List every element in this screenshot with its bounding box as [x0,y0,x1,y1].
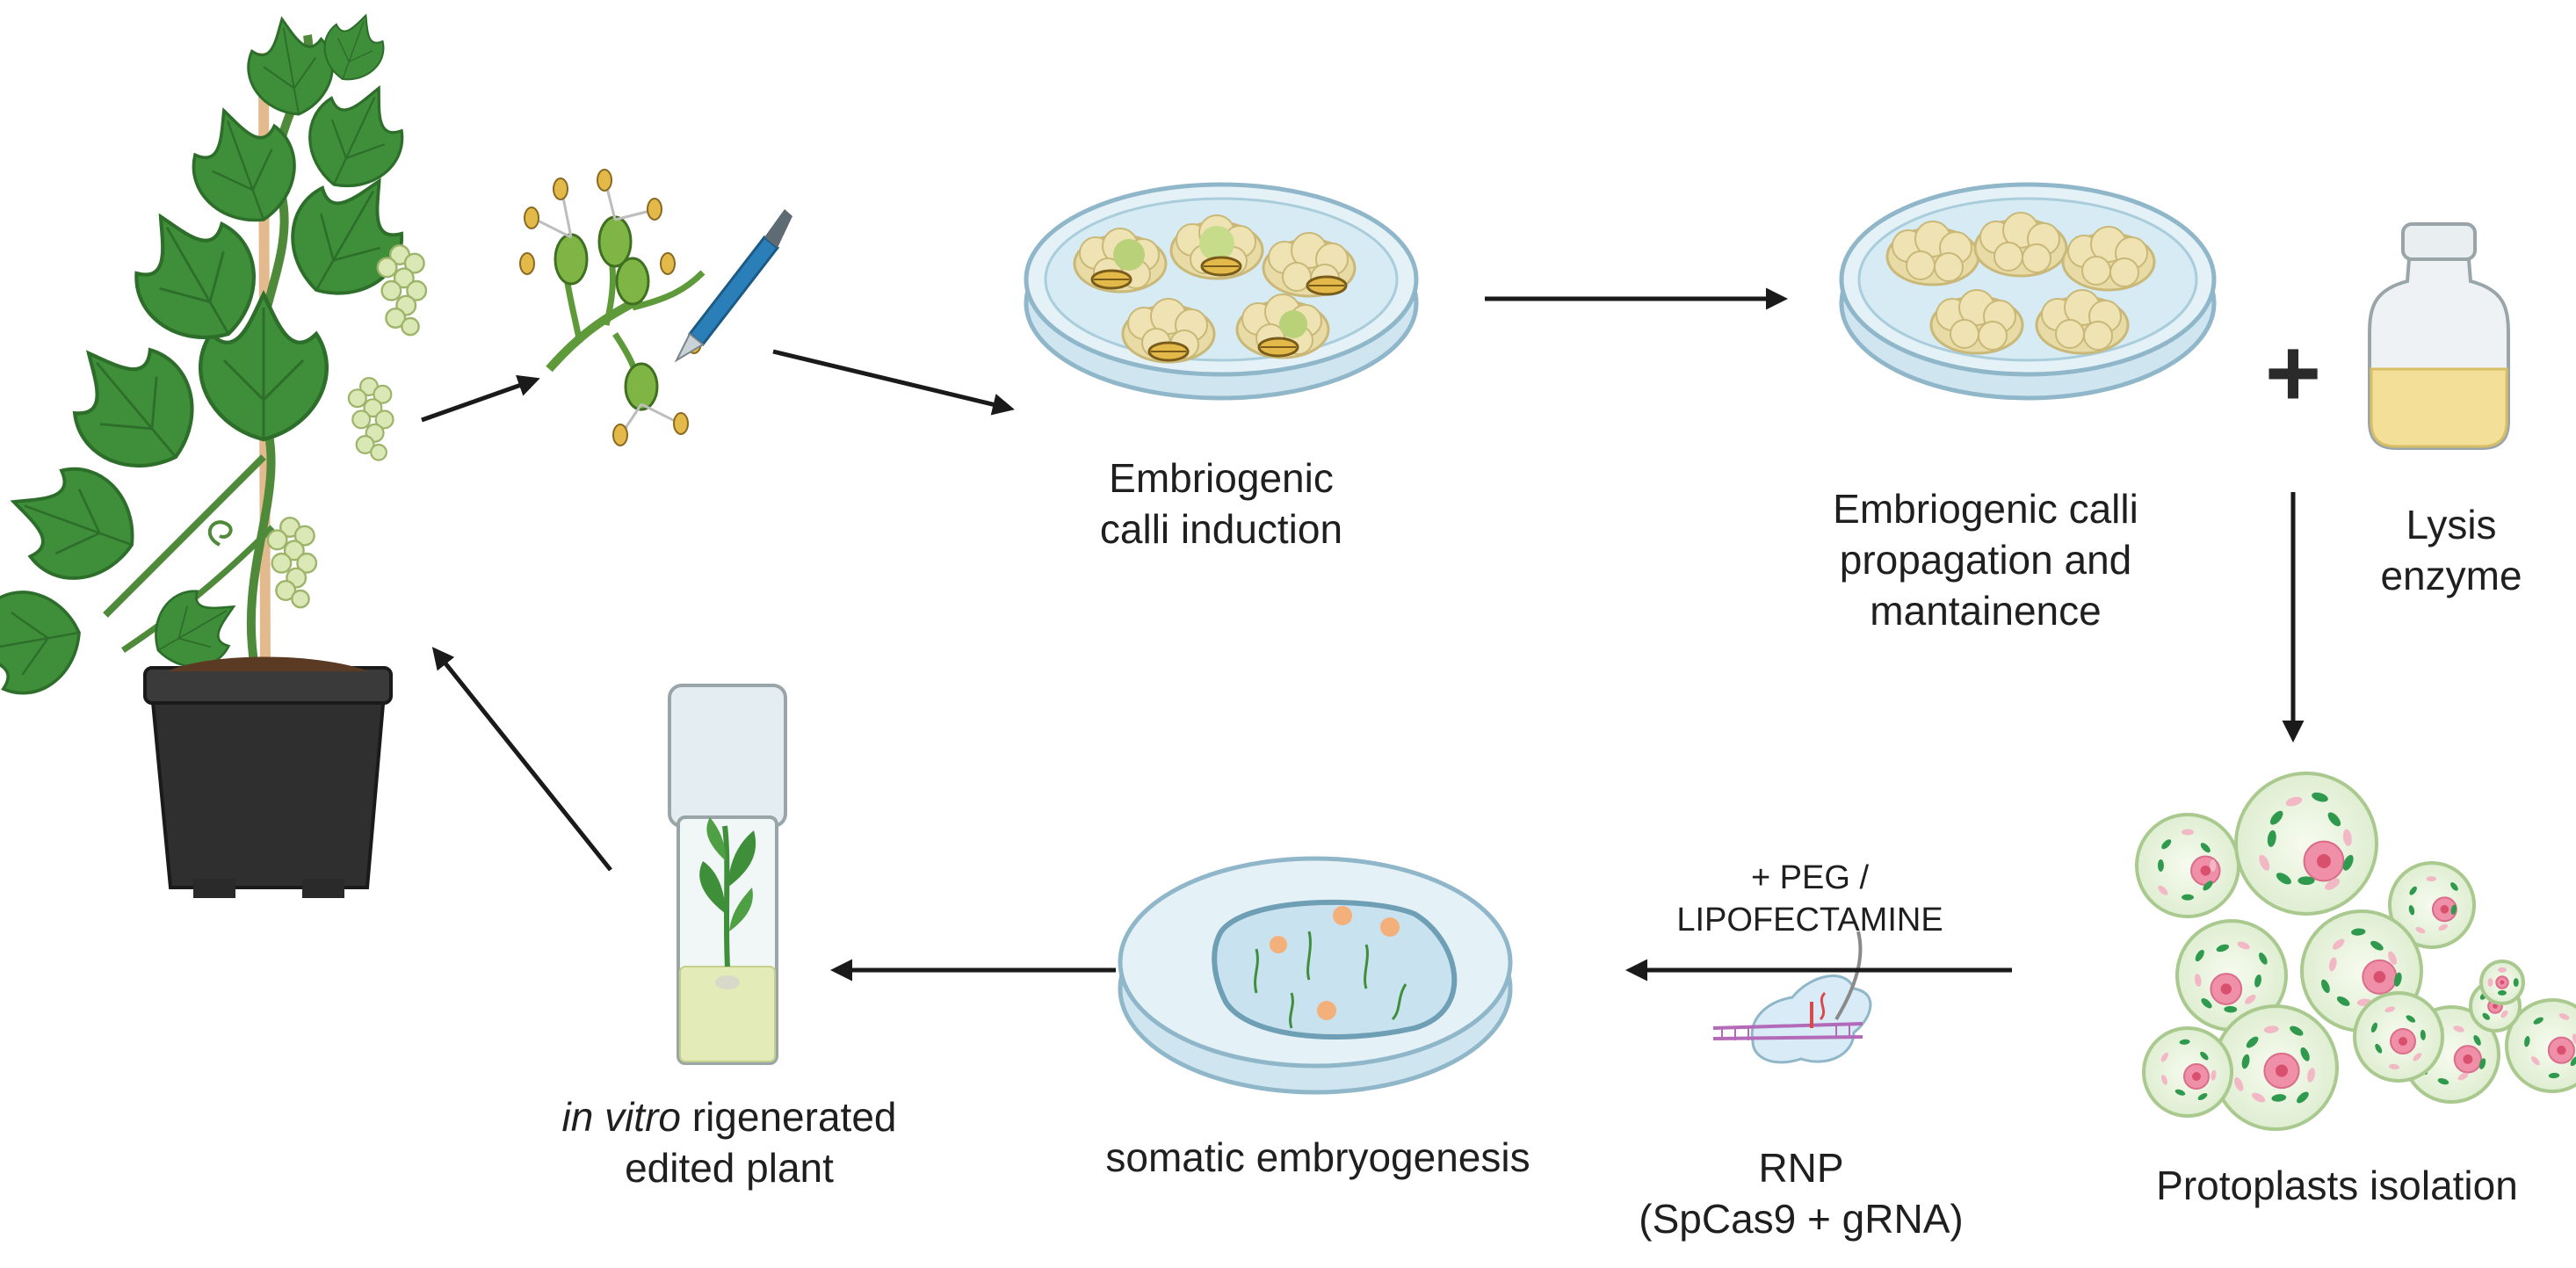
flower-cluster-illustration [519,169,706,446]
label-embryogenic-induction-line1: Embriogenic [1109,455,1334,501]
label-lysis-enzyme: Lysis enzyme [2346,499,2557,601]
protoplast-cell [2479,960,2525,1005]
label-propagation: Embriogenic calli propagation and mantai… [1784,483,2188,636]
label-lysis-line2: enzyme [2380,553,2522,598]
protoplast-cell [2135,813,2240,918]
label-propagation-line2: propagation and [1839,537,2132,583]
label-peg-lipofectamine: + PEG / LIPOFECTAMINE [1643,857,1977,941]
label-somatic-text: somatic embryogenesis [1105,1134,1530,1180]
petri-dish-propagation [1839,182,2217,401]
label-embryogenic-induction-line2: calli induction [1099,506,1343,552]
protoplast-cell [2388,861,2476,949]
arrow-flower-to-dish [772,349,1015,416]
rnp-complex-icon [1712,931,1872,1064]
label-rnp-line2: (SpCas9 + gRNA) [1639,1196,1964,1242]
label-rnp: RNP (SpCas9 + gRNA) [1617,1142,1986,1244]
label-in-vitro-line2: edited plant [625,1145,834,1191]
scalpel-icon [674,209,792,363]
plus-sign: + [2265,319,2321,427]
protoplast-cell [2505,998,2576,1093]
petri-dish-induction [1024,182,1419,401]
label-in-vitro-rest: rigenerated [680,1094,897,1140]
label-propagation-line3: mantainence [1870,588,2102,634]
protoplast-cell [2353,991,2444,1083]
protoplast-cell [2234,772,2378,916]
label-peg-line2: LIPOFECTAMINE [1676,902,1943,938]
protoplast-cell [2175,919,2288,1032]
label-embryogenic-induction: Embriogenic calli induction [1037,453,1406,554]
label-in-vitro-plant: in vitro rigenerated edited plant [518,1091,940,1193]
label-lysis-line1: Lysis [2406,502,2497,547]
petri-dish-somatic [1118,856,1513,1095]
label-propagation-line1: Embriogenic calli [1833,486,2138,532]
protoplast-cell [2142,1026,2233,1118]
arrows [421,287,2305,982]
label-peg-line1: + PEG / [1750,859,1870,896]
label-protoplasts-isolation: Protoplasts isolation [2109,1160,2565,1211]
arrow-tube-to-plant [431,647,612,872]
label-protoplasts-text: Protoplasts isolation [2156,1163,2518,1208]
grapevine-plant-illustration [0,4,429,898]
label-somatic-embryogenesis: somatic embryogenesis [1054,1132,1581,1183]
protoplast-cell [2212,1004,2339,1131]
arrow-plant-to-flower [421,374,540,423]
lysis-enzyme-vial-icon [2368,222,2510,450]
protoplasts-illustration [2135,772,2576,1131]
culture-tube-illustration [668,684,787,1065]
label-rnp-line1: RNP [1758,1145,1844,1191]
label-in-vitro-italic: in vitro [561,1094,681,1140]
